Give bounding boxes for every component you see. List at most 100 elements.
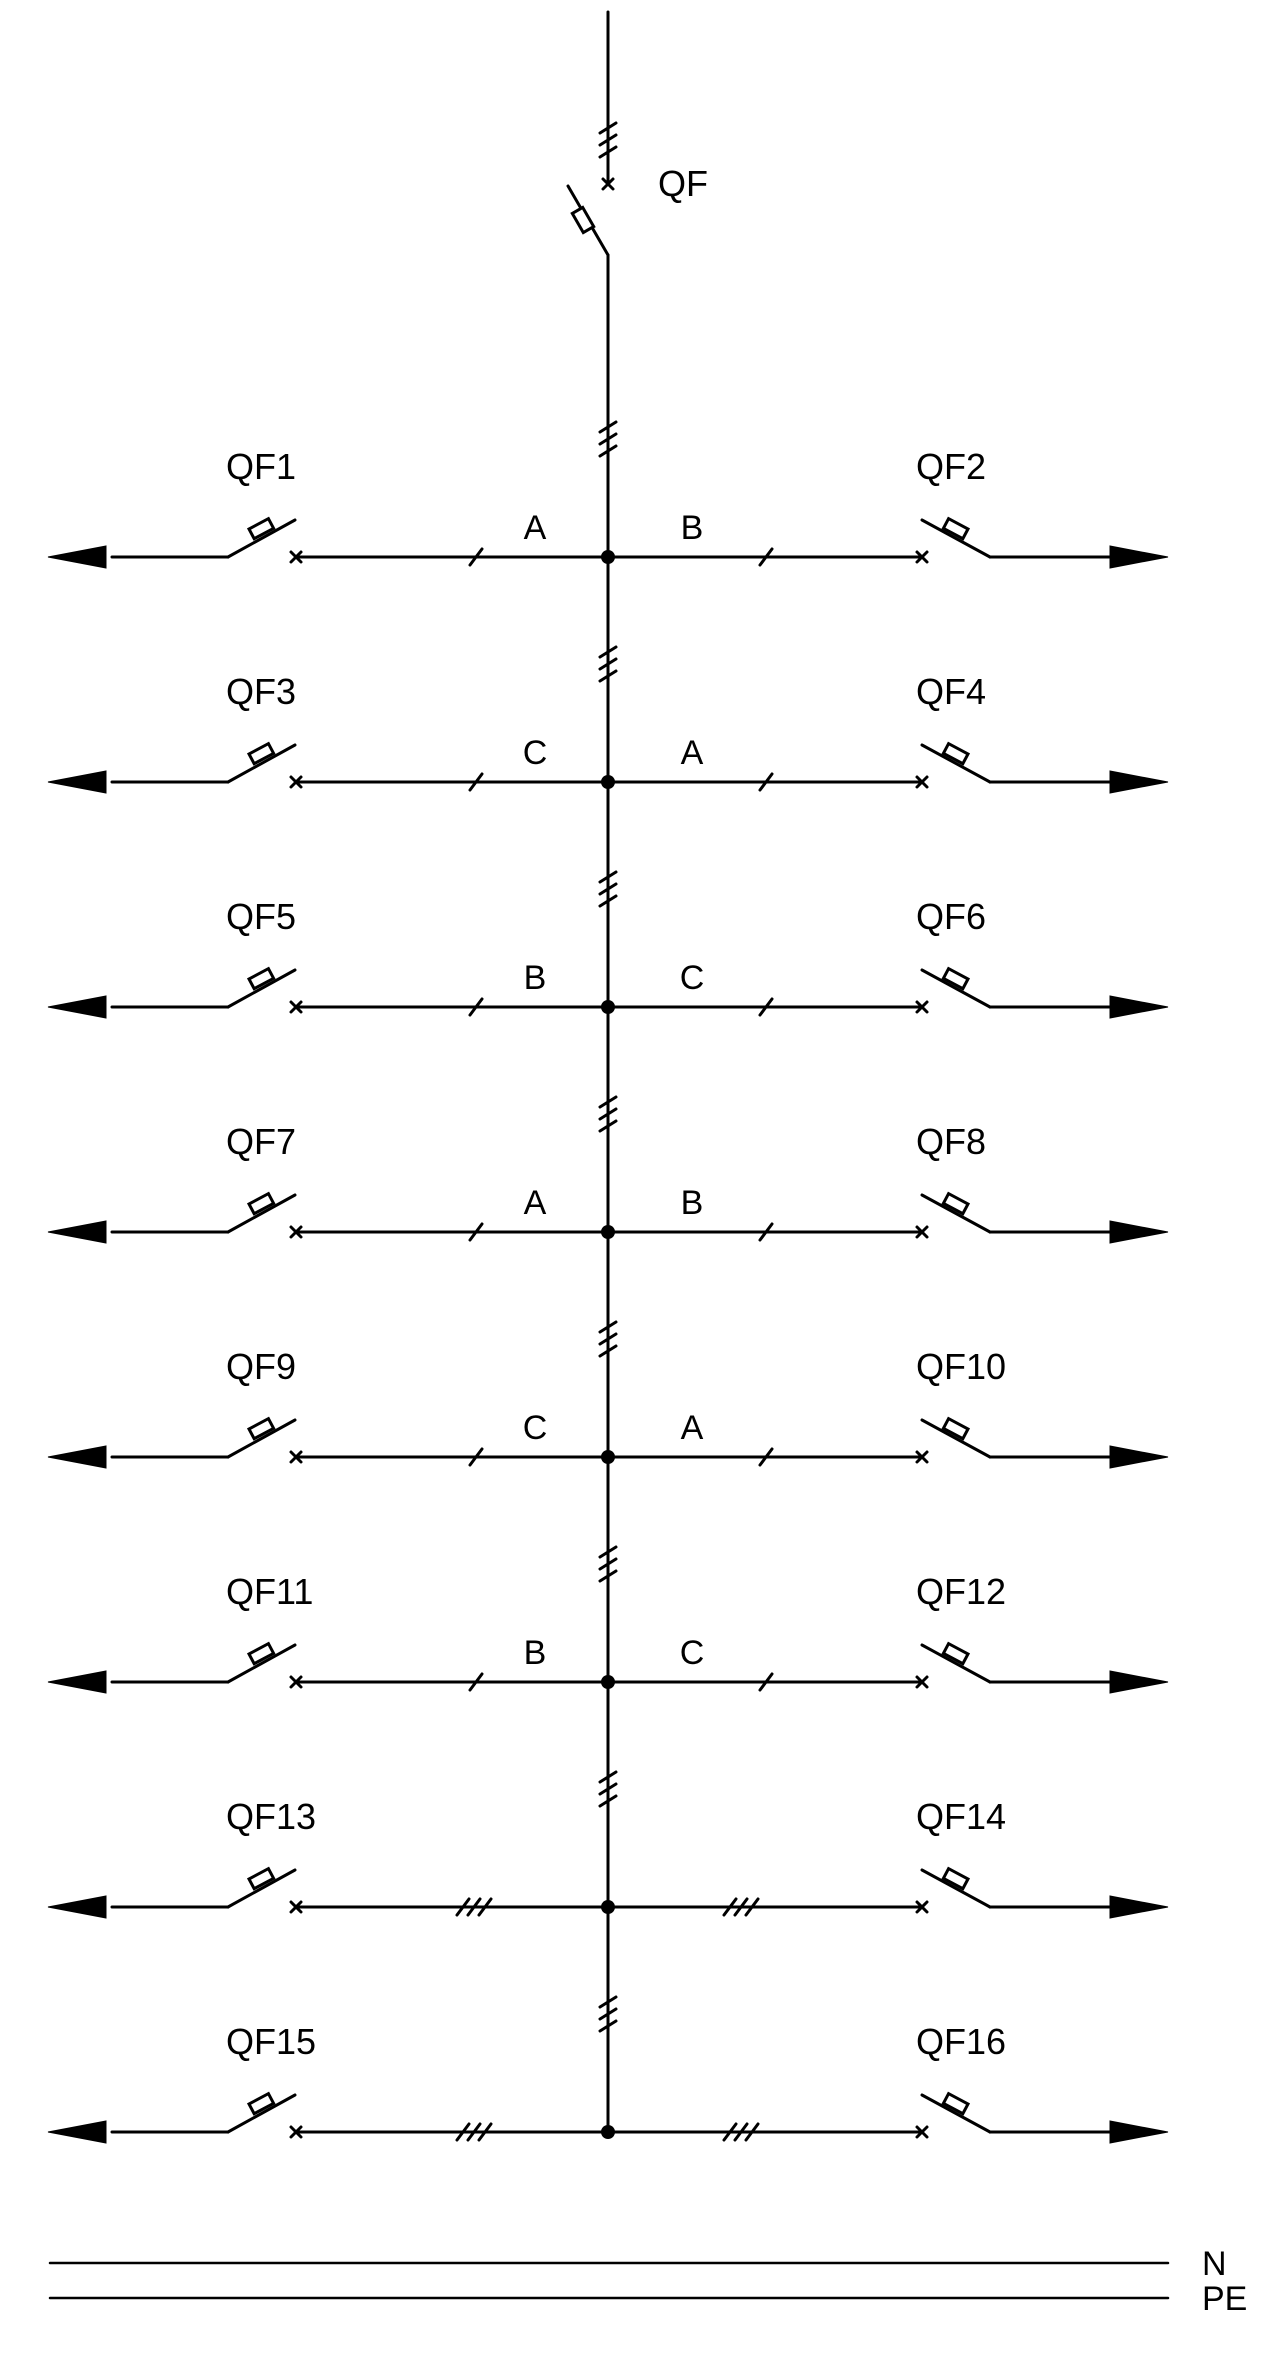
main-breaker-symbol (566, 184, 610, 257)
right-conductor-marker-6 (758, 1672, 774, 1692)
left-conductor-marker-3 (468, 997, 484, 1017)
right-breaker-contact-6 (915, 1675, 929, 1689)
left-breaker-label-7: QF13 (226, 1796, 316, 1837)
left-breaker-contact-4 (289, 1225, 303, 1239)
right-phase-label-5: A (681, 1409, 704, 1447)
left-outgoing-arrow-2 (47, 770, 107, 794)
left-conductor-marker-2 (468, 772, 484, 792)
right-breaker-symbol-8 (920, 2091, 992, 2134)
right-breaker-symbol-2 (920, 741, 992, 784)
main-breaker-label: QF (658, 163, 708, 204)
left-conductor-marker-4 (468, 1222, 484, 1242)
right-phase-label-4: B (681, 1184, 704, 1222)
right-breaker-label-8: QF16 (916, 2021, 1006, 2062)
right-outgoing-arrow-5 (1109, 1445, 1169, 1469)
left-outgoing-arrow-5 (47, 1445, 107, 1469)
right-breaker-symbol-5 (920, 1416, 992, 1459)
left-breaker-label-1: QF1 (226, 446, 296, 487)
left-phase-label-2: C (523, 734, 548, 772)
left-breaker-symbol-5 (226, 1416, 297, 1459)
left-breaker-contact-2 (289, 775, 303, 789)
right-breaker-contact-5 (915, 1450, 929, 1464)
right-breaker-contact-2 (915, 775, 929, 789)
main-breaker-contact (601, 177, 615, 191)
right-breaker-label-2: QF4 (916, 671, 986, 712)
left-breaker-symbol-2 (226, 741, 297, 784)
right-outgoing-arrow-2 (1109, 770, 1169, 794)
trunk-3phase-marker-2 (598, 645, 618, 683)
left-breaker-label-3: QF5 (226, 896, 296, 937)
left-breaker-contact-3 (289, 1000, 303, 1014)
left-breaker-label-2: QF3 (226, 671, 296, 712)
incoming-3phase-marker (598, 121, 618, 159)
left-outgoing-arrow-7 (47, 1895, 107, 1919)
right-conductor-marker-2 (758, 772, 774, 792)
left-phase-label-3: B (524, 959, 547, 997)
right-conductor-marker-1 (758, 547, 774, 567)
right-breaker-contact-7 (915, 1900, 929, 1914)
right-breaker-label-5: QF10 (916, 1346, 1006, 1387)
left-conductor-marker-7 (455, 1897, 493, 1917)
right-breaker-symbol-7 (920, 1866, 992, 1909)
left-outgoing-arrow-1 (47, 545, 107, 569)
right-breaker-contact-3 (915, 1000, 929, 1014)
trunk-3phase-marker-7 (598, 1770, 618, 1808)
trunk-3phase-marker-8 (598, 1995, 618, 2033)
left-breaker-symbol-7 (226, 1866, 297, 1909)
left-breaker-label-8: QF15 (226, 2021, 316, 2062)
left-outgoing-arrow-4 (47, 1220, 107, 1244)
right-outgoing-arrow-6 (1109, 1670, 1169, 1694)
right-conductor-marker-4 (758, 1222, 774, 1242)
labels: QFQF1AQF2BQF3CQF4AQF5BQF6CQF7AQF8BQF9CQF… (226, 163, 1247, 2318)
left-conductor-marker-1 (468, 547, 484, 567)
left-breaker-symbol-8 (226, 2091, 297, 2134)
trunk-3phase-marker-4 (598, 1095, 618, 1133)
trunk-3phase-marker-1 (598, 420, 618, 458)
right-breaker-label-4: QF8 (916, 1121, 986, 1162)
left-outgoing-arrow-6 (47, 1670, 107, 1694)
left-phase-label-6: B (524, 1634, 547, 1672)
left-breaker-label-6: QF11 (226, 1571, 313, 1612)
right-breaker-symbol-6 (920, 1641, 992, 1684)
right-conductor-marker-7 (722, 1897, 760, 1917)
right-breaker-contact-8 (915, 2125, 929, 2139)
right-outgoing-arrow-7 (1109, 1895, 1169, 1919)
right-breaker-label-7: QF14 (916, 1796, 1006, 1837)
left-breaker-contact-6 (289, 1675, 303, 1689)
right-breaker-contact-4 (915, 1225, 929, 1239)
left-breaker-label-4: QF7 (226, 1121, 296, 1162)
right-breaker-symbol-4 (920, 1191, 992, 1234)
pe-bus-label: PE (1202, 2280, 1247, 2318)
left-breaker-label-5: QF9 (226, 1346, 296, 1387)
right-phase-label-6: C (680, 1634, 705, 1672)
right-conductor-marker-5 (758, 1447, 774, 1467)
n-bus-label: N (1202, 2245, 1227, 2283)
left-phase-label-5: C (523, 1409, 548, 1447)
right-conductor-marker-8 (722, 2122, 760, 2142)
right-outgoing-arrow-3 (1109, 995, 1169, 1019)
right-outgoing-arrow-1 (1109, 545, 1169, 569)
left-breaker-symbol-4 (226, 1191, 297, 1234)
left-breaker-contact-7 (289, 1900, 303, 1914)
right-breaker-label-1: QF2 (916, 446, 986, 487)
left-phase-label-1: A (524, 509, 547, 547)
left-breaker-symbol-6 (226, 1641, 297, 1684)
left-outgoing-arrow-8 (47, 2120, 107, 2144)
left-phase-label-4: A (524, 1184, 547, 1222)
right-phase-label-2: A (681, 734, 704, 772)
right-breaker-symbol-1 (920, 516, 992, 559)
right-breaker-contact-1 (915, 550, 929, 564)
right-breaker-label-6: QF12 (916, 1571, 1006, 1612)
wiring (47, 10, 1170, 2300)
right-phase-label-3: C (680, 959, 705, 997)
left-breaker-contact-8 (289, 2125, 303, 2139)
trunk-3phase-marker-5 (598, 1320, 618, 1358)
trunk-3phase-marker-6 (598, 1545, 618, 1583)
left-breaker-symbol-1 (226, 516, 297, 559)
left-breaker-contact-5 (289, 1450, 303, 1464)
left-outgoing-arrow-3 (47, 995, 107, 1019)
trunk-3phase-marker-3 (598, 870, 618, 908)
left-breaker-symbol-3 (226, 966, 297, 1009)
right-phase-label-1: B (681, 509, 704, 547)
